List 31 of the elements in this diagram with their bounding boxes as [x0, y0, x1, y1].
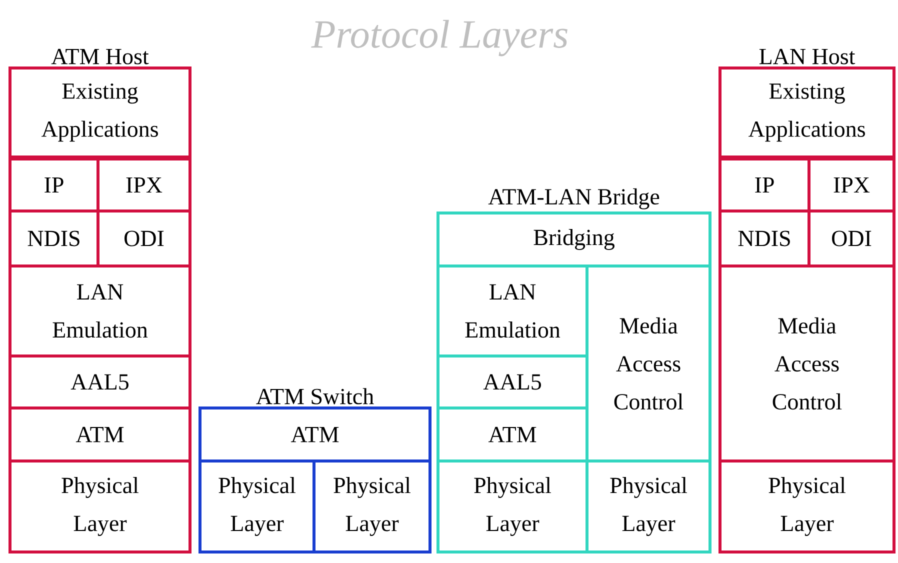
layer-box: LAN Emulation — [8, 264, 192, 358]
layer-box: ODI — [808, 210, 896, 268]
layer-box: ODI — [96, 210, 192, 268]
layer-box: Physical Layer — [312, 460, 432, 554]
layer-box: Physical Layer — [198, 460, 316, 554]
layer-box: Existing Applications — [718, 66, 896, 158]
layer-box: Media Access Control — [718, 264, 896, 462]
layer-box: IP — [718, 158, 810, 212]
layer-box: Physical Layer — [8, 460, 192, 554]
layer-box: Physical Layer — [586, 460, 712, 554]
node-label: ATM-LAN Bridge — [488, 188, 660, 210]
layer-box: NDIS — [718, 210, 810, 268]
layer-box: NDIS — [8, 210, 100, 268]
layer-box: IPX — [808, 158, 896, 212]
layer-box: ATM — [8, 406, 192, 462]
node-label: ATM Switch — [256, 388, 374, 404]
layer-box: Existing Applications — [8, 66, 192, 158]
layer-box: Physical Layer — [436, 460, 588, 554]
layer-box: IP — [8, 158, 100, 212]
node-label: LAN Host — [759, 48, 856, 64]
layer-box: IPX — [96, 158, 192, 212]
layer-box: ATM — [198, 406, 432, 462]
layer-box: AAL5 — [436, 354, 588, 410]
layer-box: LAN Emulation — [436, 264, 588, 358]
layer-box: Physical Layer — [718, 460, 896, 554]
node-label: ATM Host — [51, 48, 149, 64]
layer-box: AAL5 — [8, 354, 192, 410]
title: Protocol Layers — [311, 20, 568, 56]
layer-box: Bridging — [436, 212, 712, 268]
layer-box: ATM — [436, 406, 588, 462]
layer-box: Media Access Control — [586, 264, 712, 462]
